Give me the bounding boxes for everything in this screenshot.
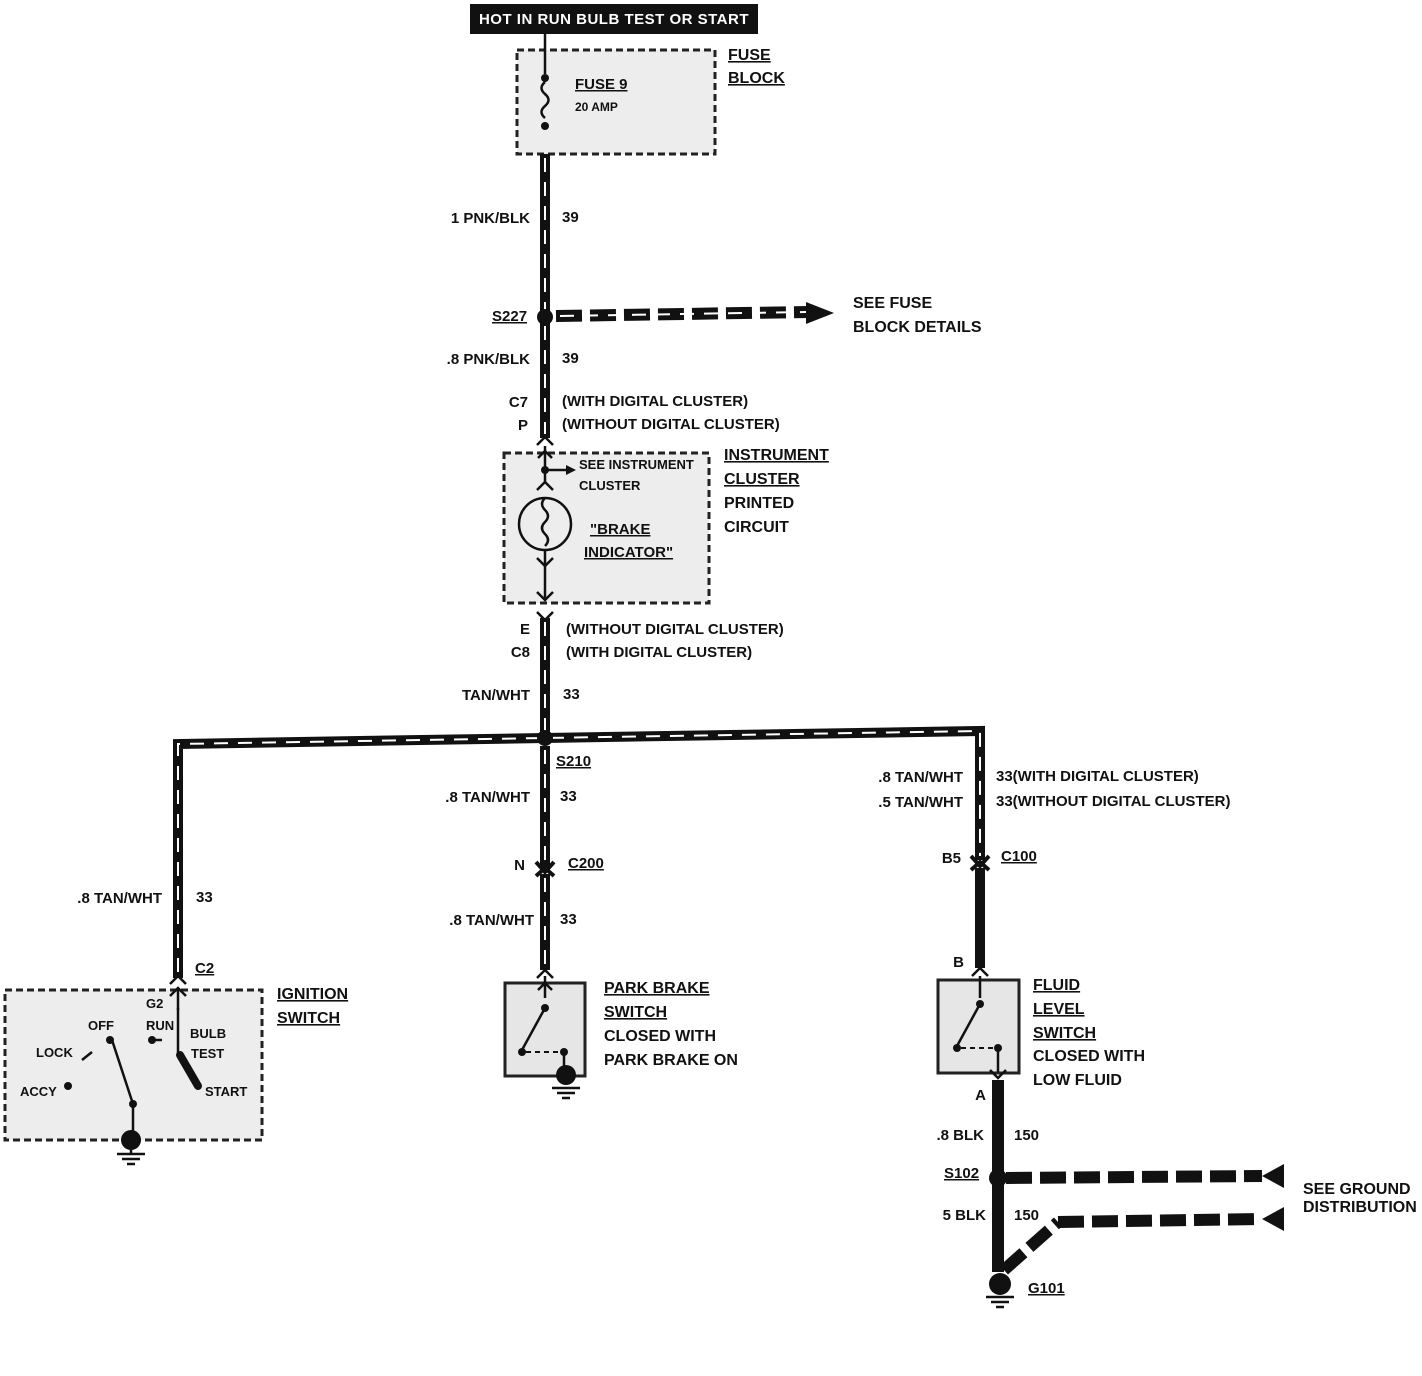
ground-lower-gauge: 5 BLK	[943, 1207, 987, 1224]
cluster-label-1: INSTRUMENT	[724, 447, 829, 464]
right-circuit-no-digital: 33(WITHOUT DIGITAL CLUSTER)	[996, 793, 1230, 810]
fuse-block-label-1: FUSE	[728, 47, 771, 64]
left-branch-circuit: 33	[196, 889, 213, 906]
splice-s102-label: S102	[944, 1165, 979, 1182]
fluid-switch-label-1: FLUID	[1033, 977, 1080, 994]
ignition-pos-bulb: BULB	[190, 1026, 226, 1041]
ground-upper-gauge: .8 BLK	[936, 1127, 984, 1144]
ground-g101-label: G101	[1028, 1280, 1065, 1297]
splice-s227-label: S227	[492, 308, 527, 325]
wire-mid-gauge: TAN/WHT	[462, 687, 530, 704]
park-brake-ground-icon	[556, 1065, 576, 1085]
center-upper-gauge: .8 TAN/WHT	[445, 789, 530, 806]
fuse-block: FUSE 9 20 AMP	[515, 34, 717, 156]
fluid-switch-pin-b: B	[953, 954, 964, 971]
ground-ref-1: SEE GROUND	[1303, 1181, 1411, 1198]
right-circuit-digital: 33(WITH DIGITAL CLUSTER)	[996, 768, 1199, 785]
ignition-pos-run: RUN	[146, 1018, 174, 1033]
brake-indicator-label-1: "BRAKE	[590, 521, 650, 538]
fuse-block-label-2: BLOCK	[728, 70, 785, 87]
cluster-ref-1: SEE INSTRUMENT	[579, 457, 694, 472]
brake-indicator-label-2: INDICATOR"	[584, 544, 673, 561]
splice-s210-label: S210	[556, 753, 591, 770]
ground-ref-2: DISTRIBUTION	[1303, 1199, 1417, 1216]
fuse-name: FUSE 9	[575, 76, 628, 93]
ground-lower-circuit: 150	[1014, 1207, 1039, 1224]
wire-ground-150	[992, 1080, 1284, 1275]
center-upper-circuit: 33	[560, 788, 577, 805]
splice-s227-node	[537, 309, 553, 325]
park-brake-label-1: PARK BRAKE	[604, 980, 710, 997]
wire-s227-gauge: .8 PNK/BLK	[447, 351, 531, 368]
connector-c100-pin: B5	[942, 850, 961, 867]
connector-c200-label: C200	[568, 855, 604, 872]
fluid-level-switch-box	[936, 976, 1021, 1080]
fuse-details-arrow	[555, 302, 834, 324]
connector-c2-label: C2	[195, 960, 214, 977]
ignition-pos-test: TEST	[191, 1046, 224, 1061]
fluid-switch-label-5: LOW FLUID	[1033, 1072, 1122, 1089]
splice-s102-node	[989, 1169, 1007, 1187]
ignition-pos-start: START	[205, 1084, 247, 1099]
connector-top-pin-digital: C7	[509, 394, 528, 411]
ignition-label-1: IGNITION	[277, 986, 348, 1003]
connector-top-note-no-digital: (WITHOUT DIGITAL CLUSTER)	[562, 416, 780, 433]
wire-mid-circuit: 33	[563, 686, 580, 703]
ignition-pos-off: OFF	[88, 1018, 114, 1033]
wire-top-circuit: 39	[562, 209, 579, 226]
fluid-switch-pin-a: A	[975, 1087, 986, 1104]
wire-center-branch	[534, 746, 556, 979]
park-brake-label-3: CLOSED WITH	[604, 1028, 716, 1045]
cluster-ref-2: CLUSTER	[579, 478, 641, 493]
wire-s227-circuit: 39	[562, 350, 579, 367]
center-lower-gauge: .8 TAN/WHT	[449, 912, 534, 929]
connector-top-note-digital: (WITH DIGITAL CLUSTER)	[562, 393, 748, 410]
center-lower-circuit: 33	[560, 911, 577, 928]
wire-top-gauge: 1 PNK/BLK	[451, 210, 530, 227]
ignition-pin-g2: G2	[146, 996, 163, 1011]
instrument-cluster-box	[502, 446, 711, 605]
fluid-switch-label-2: LEVEL	[1033, 1001, 1085, 1018]
connector-c200-pin: N	[514, 857, 525, 874]
connector-c100-label: C100	[1001, 848, 1037, 865]
ignition-switch-box	[3, 986, 264, 1166]
park-brake-label-2: SWITCH	[604, 1004, 667, 1021]
connector-c2-symbol	[169, 974, 187, 985]
cluster-label-4: CIRCUIT	[724, 519, 789, 536]
power-banner: HOT IN RUN BULB TEST OR START	[470, 4, 758, 34]
ground-upper-circuit: 150	[1014, 1127, 1039, 1144]
ignition-label-2: SWITCH	[277, 1010, 340, 1027]
cluster-label-2: CLUSTER	[724, 471, 800, 488]
connector-top-pin-no-digital: P	[518, 417, 528, 434]
cluster-label-3: PRINTED	[724, 495, 794, 512]
ground-g101-icon	[986, 1273, 1014, 1309]
fuse-rating: 20 AMP	[575, 100, 618, 114]
connector-bottom-note-digital: (WITH DIGITAL CLUSTER)	[566, 644, 752, 661]
connector-top-symbol	[536, 435, 554, 446]
fuse-details-ref-1: SEE FUSE	[853, 295, 932, 312]
left-branch-gauge: .8 TAN/WHT	[77, 890, 162, 907]
park-brake-label-4: PARK BRAKE ON	[604, 1052, 738, 1069]
fluid-switch-label-3: SWITCH	[1033, 1025, 1096, 1042]
right-gauge-digital: .8 TAN/WHT	[878, 769, 963, 786]
park-brake-switch-box	[503, 976, 587, 1100]
fuse-details-ref-2: BLOCK DETAILS	[853, 319, 982, 336]
splice-s210-node	[537, 730, 553, 746]
wire-right-branch	[969, 854, 991, 977]
banner-text: HOT IN RUN BULB TEST OR START	[479, 11, 749, 28]
ignition-pos-accy: ACCY	[20, 1084, 57, 1099]
connector-bottom-pin-no-digital: E	[520, 621, 530, 638]
connector-bottom-note-no-digital: (WITHOUT DIGITAL CLUSTER)	[566, 621, 784, 638]
fluid-switch-label-4: CLOSED WITH	[1033, 1048, 1145, 1065]
connector-bottom-pin-digital: C8	[511, 644, 530, 661]
ignition-pos-lock: LOCK	[36, 1045, 73, 1060]
right-gauge-no-digital: .5 TAN/WHT	[878, 794, 963, 811]
